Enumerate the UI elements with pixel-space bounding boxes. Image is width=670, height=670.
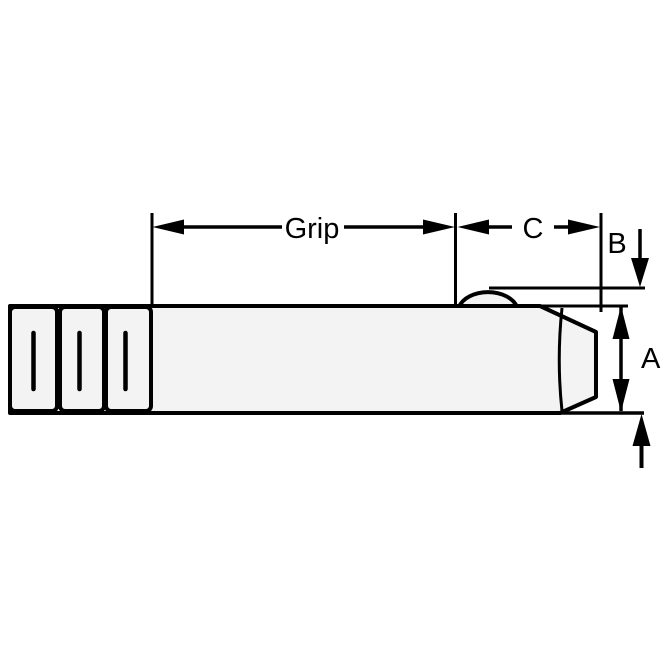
a-arrow-down-icon [612,379,630,412]
a-arrow-up-icon [612,306,630,339]
detent-ball [456,290,520,309]
dimension-grip: Grip [152,213,455,245]
dimension-b: B [607,228,651,468]
grip-arrow-left-icon [152,219,184,235]
c-arrow-left-icon [457,219,489,235]
handle-grooves [8,305,153,413]
groove-segment-3 [104,305,153,413]
dimension-a: A [612,306,661,412]
groove-segment-2 [58,305,106,413]
grip-dimension-label: Grip [285,213,340,245]
tip-chamfer-line [557,307,564,412]
dimension-c: C [457,213,600,245]
extension-lines [150,213,645,415]
b-arrow-up-icon [632,414,651,446]
pin-body-group [8,290,598,415]
b-arrow-down-icon [631,258,649,287]
a-dimension-label: A [641,343,661,375]
b-dimension-label: B [607,228,626,260]
c-dimension-label: C [523,213,544,245]
grip-arrow-right-icon [423,219,455,235]
c-arrow-right-icon [568,219,600,235]
